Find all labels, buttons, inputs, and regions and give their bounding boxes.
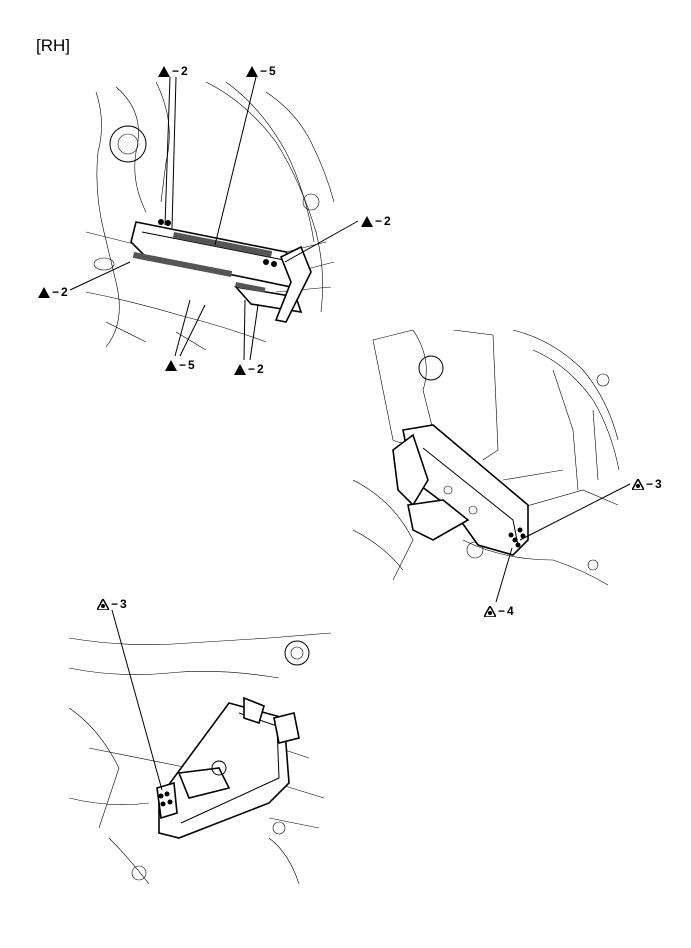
callout-number: 3 xyxy=(120,597,127,611)
callout-number: 2 xyxy=(181,64,188,78)
callout-dash: − xyxy=(498,604,506,618)
diagram-middle xyxy=(353,330,625,590)
diagram-middle-drawing xyxy=(353,330,620,586)
bolt-triangle-icon xyxy=(97,598,109,610)
warning-triangle-icon xyxy=(234,363,246,375)
callout-top-right-5: − 5 xyxy=(246,64,276,78)
diagram-bottom-drawing xyxy=(69,632,331,884)
warning-triangle-icon xyxy=(361,215,373,227)
diagram-top xyxy=(86,82,338,352)
side-label: [RH] xyxy=(36,36,70,55)
callout-dash: − xyxy=(260,64,268,78)
warning-triangle-icon xyxy=(38,286,50,298)
warning-triangle-icon xyxy=(165,359,177,371)
weld-marks-bottom xyxy=(158,791,173,807)
callout-number: 5 xyxy=(269,64,276,78)
callout-dash: − xyxy=(646,477,654,491)
callout-number: 2 xyxy=(384,214,391,228)
callout-dash: − xyxy=(375,214,383,228)
callout-mid-right-3: − 3 xyxy=(632,477,662,491)
callout-left-2: − 2 xyxy=(38,285,68,299)
callout-number: 4 xyxy=(507,604,514,618)
callout-lower-top-3: − 3 xyxy=(97,597,127,611)
weld-marks-middle xyxy=(508,527,526,548)
callout-number: 5 xyxy=(188,358,195,372)
callout-dash: − xyxy=(179,358,187,372)
callout-dash: − xyxy=(172,64,180,78)
diagram-top-drawing xyxy=(86,82,335,351)
weld-marks-top xyxy=(132,219,277,293)
warning-triangle-icon xyxy=(158,65,170,77)
callout-dash: − xyxy=(52,285,60,299)
callout-bottom-2: − 2 xyxy=(234,362,264,376)
callout-right-2: − 2 xyxy=(361,214,391,228)
callout-number: 2 xyxy=(257,362,264,376)
callout-top-left-2: − 2 xyxy=(158,64,188,78)
callout-dash: − xyxy=(111,597,119,611)
diagram-bottom xyxy=(69,628,331,884)
callout-dash: − xyxy=(248,362,256,376)
bolt-triangle-icon xyxy=(632,478,644,490)
warning-triangle-icon xyxy=(246,65,258,77)
callout-number: 2 xyxy=(61,285,68,299)
callout-number: 3 xyxy=(655,477,662,491)
bolt-triangle-icon xyxy=(484,605,496,617)
callout-bottom-5: − 5 xyxy=(165,358,195,372)
callout-mid-bottom-4: − 4 xyxy=(484,604,514,618)
